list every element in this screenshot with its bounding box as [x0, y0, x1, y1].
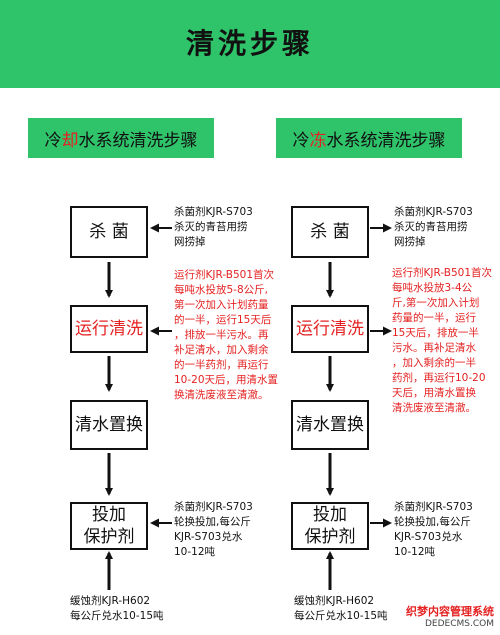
- right-column-header: 冷冻水系统清洗步骤: [276, 118, 462, 158]
- title-banner: 清洗步骤: [0, 0, 500, 88]
- right-step-replace: 清水置换: [291, 400, 369, 450]
- left-note-protect: 杀菌剂KJR-S703 轮换投加,每公斤 KJR-S703兑水 10-12吨: [174, 501, 253, 558]
- right-header-post: 水系统清洗步骤: [326, 130, 446, 151]
- left-note-inhibitor: 缓蚀剂KJR-H602 每公斤兑水10-15吨: [70, 595, 164, 622]
- left-header-post: 水系统清洗步骤: [78, 130, 198, 151]
- page-title: 清洗步骤: [185, 27, 314, 60]
- right-header-pre: 冷: [292, 130, 310, 151]
- watermark: 织梦内容管理系统 DEDECMS.COM: [406, 605, 494, 631]
- left-step-sterilize: 杀 菌: [70, 206, 148, 258]
- right-step-operate: 运行清洗: [291, 305, 369, 353]
- left-column-header: 冷却水系统清洗步骤: [28, 118, 214, 158]
- right-note-operate: 运行剂KJR-B501首次 每吨水投放3-4公 斤,第一次加入计划 药量的一半，…: [392, 267, 493, 414]
- left-step-operate: 运行清洗: [70, 305, 148, 353]
- right-note-inhibitor: 缓蚀剂KJR-H602 每公斤兑水10-15吨: [294, 595, 388, 622]
- right-step-sterilize: 杀 菌: [291, 206, 369, 258]
- left-step-replace: 清水置换: [70, 400, 148, 450]
- left-note-operate: 运行剂KJR-B501首次 每吨水投放5-8公斤, 第一次加入计划药量 的一半，…: [174, 269, 279, 401]
- watermark-line1: 织梦内容管理系统: [406, 605, 494, 618]
- left-header-pre: 冷: [44, 130, 62, 151]
- right-note-sterilize: 杀菌剂KJR-S703 杀灭的青苔用捞 网捞掉: [394, 206, 473, 248]
- right-note-protect: 杀菌剂KJR-S703 轮换投加,每公斤 KJR-S703兑水 10-12吨: [394, 501, 473, 558]
- right-header-highlight: 冻: [309, 130, 327, 151]
- left-step-protect: 投加 保护剂: [70, 502, 148, 550]
- left-header-highlight: 却: [61, 130, 79, 151]
- watermark-line2: DEDECMS.COM: [425, 619, 494, 629]
- left-note-sterilize: 杀菌剂KJR-S703 杀灭的青苔用捞 网捞掉: [174, 206, 253, 248]
- right-step-protect: 投加 保护剂: [291, 502, 369, 550]
